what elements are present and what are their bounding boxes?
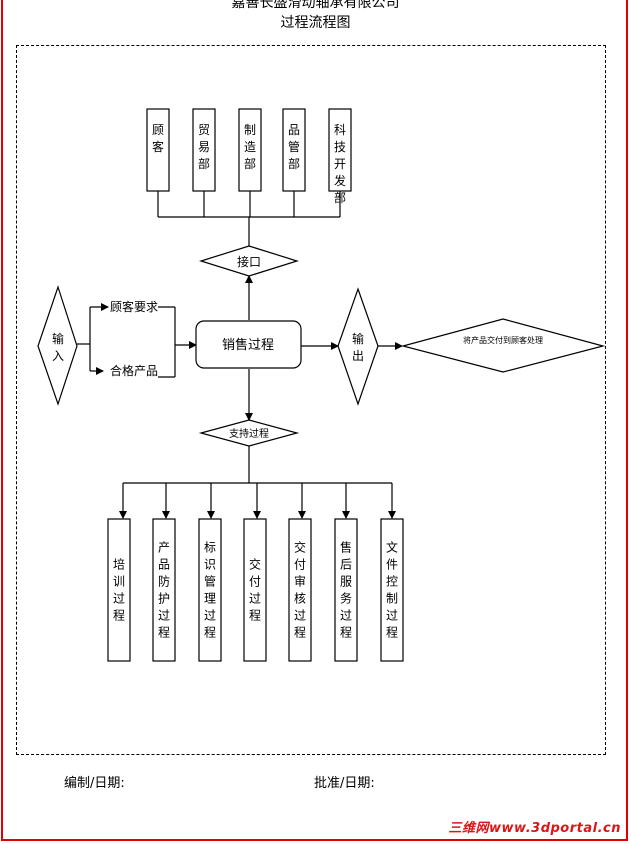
department-2-label: 贸易部 — [198, 123, 210, 171]
output-label-1: 输 — [352, 331, 364, 346]
support-process-3-box — [198, 518, 222, 662]
company-name: 嘉善长盛滑动轴承有限公司 — [231, 0, 400, 11]
department-1-label: 顾客 — [152, 123, 164, 154]
output-label-2: 出 — [352, 349, 364, 363]
department-4-label: 品管部 — [288, 123, 300, 171]
watermark-text: 三维网www.3dportal.cn — [448, 821, 621, 836]
connector-lines — [77, 191, 403, 519]
support-process-3-label: 标识管理过程 — [204, 541, 216, 640]
sales-process-box — [195, 320, 302, 369]
support-process-diamond — [198, 419, 300, 447]
interface-label: 接口 — [237, 254, 261, 269]
support-process-6-box — [334, 518, 358, 662]
sales-process-label: 销售过程 — [222, 337, 274, 353]
diagram-border — [16, 45, 606, 755]
input-item-customer-requirements: 顾客要求 — [110, 299, 158, 314]
input-item-qualified-product: 合格产品 — [110, 363, 158, 378]
support-process-5-label: 交付审核过程 — [294, 540, 306, 640]
support-process-2-box — [152, 518, 176, 662]
support-process-7-box — [380, 518, 404, 662]
delivery-result-label: 将产品交付到顾客处理 — [463, 335, 543, 345]
interface-diamond — [198, 245, 300, 277]
page-title: 过程流程图 — [280, 15, 351, 31]
support-process-6-label: 售后服务过程 — [340, 540, 352, 640]
support-process-4-label: 交付过程 — [249, 557, 261, 623]
approved-by-date-label: 批准/日期: — [314, 776, 375, 791]
support-process-2-label: 产品防护过程 — [158, 541, 170, 640]
support-process-7-label: 文件控制过程 — [386, 540, 398, 640]
support-process-5-box — [288, 518, 312, 662]
input-diamond — [37, 285, 78, 406]
department-3-label: 制造部 — [244, 123, 256, 171]
prepared-by-date-label: 编制/日期: — [64, 776, 125, 791]
support-process-label: 支持过程 — [229, 427, 269, 440]
support-processes-group: 培训过程 产品防护过程 标识管理过程 交付过程 交付审核过程 售后服务过程 文件控制过程 — [107, 518, 404, 662]
input-label-1: 输 — [52, 331, 64, 346]
input-label-2: 入 — [52, 349, 64, 363]
support-process-4-box — [243, 518, 267, 662]
delivery-result-diamond — [400, 318, 606, 373]
output-diamond — [337, 287, 379, 406]
support-process-1-box — [107, 518, 131, 662]
support-process-1-label: 培训过程 — [113, 557, 125, 623]
